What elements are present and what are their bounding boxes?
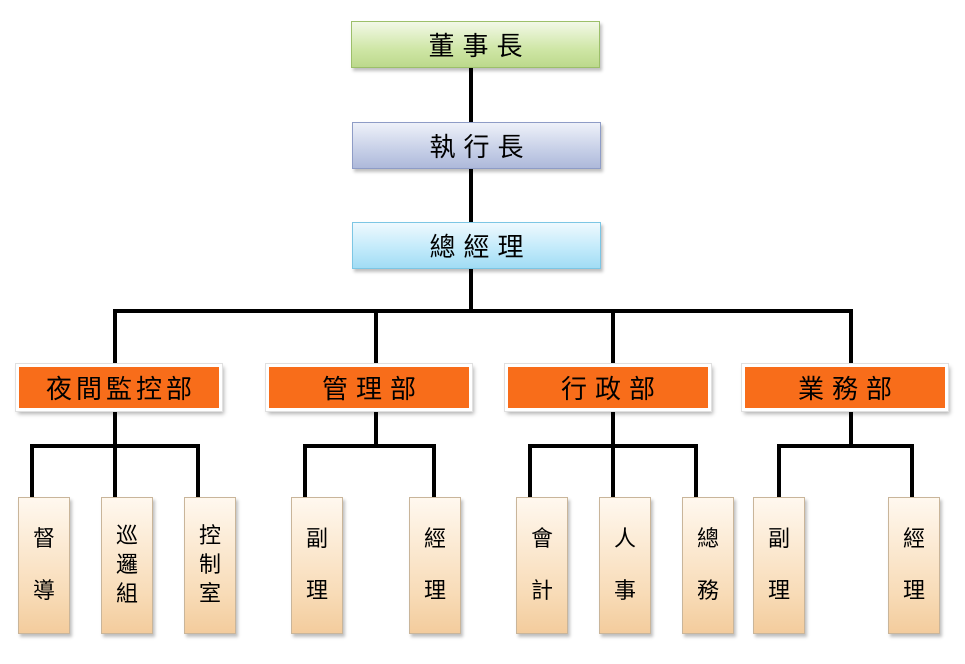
unit-char: 理 bbox=[902, 578, 925, 604]
unit-char: 理 bbox=[423, 578, 446, 604]
unit-personnel: 人 事 bbox=[599, 497, 651, 634]
unit-mgmt-manager: 經 理 bbox=[409, 497, 461, 634]
dept-night-monitoring: 夜間監控部 bbox=[15, 363, 223, 412]
dept-business: 業務部 bbox=[741, 363, 949, 412]
unit-biz-deputy-manager: 副 理 bbox=[753, 497, 805, 634]
unit-mgmt-deputy-manager: 副 理 bbox=[291, 497, 343, 634]
unit-char: 務 bbox=[696, 578, 719, 604]
unit-char: 總 bbox=[696, 526, 719, 552]
unit-biz-manager: 經 理 bbox=[888, 497, 940, 634]
unit-char: 經 bbox=[423, 526, 446, 552]
node-general-manager: 總經理 bbox=[352, 222, 601, 269]
unit-char: 計 bbox=[530, 578, 553, 604]
unit-general-affairs: 總 務 bbox=[682, 497, 734, 634]
unit-char: 組 bbox=[115, 582, 138, 607]
unit-char: 巡 bbox=[115, 524, 138, 549]
unit-char: 副 bbox=[305, 526, 328, 552]
unit-supervision: 督 導 bbox=[18, 497, 70, 634]
node-ceo: 執行長 bbox=[352, 122, 601, 169]
dept-administration: 行政部 bbox=[504, 363, 712, 412]
unit-char: 督 bbox=[32, 526, 55, 552]
unit-char: 副 bbox=[767, 526, 790, 552]
unit-char: 控 bbox=[198, 524, 221, 549]
unit-char: 制 bbox=[198, 553, 221, 578]
unit-char: 人 bbox=[613, 526, 636, 552]
unit-char: 事 bbox=[613, 578, 636, 604]
unit-char: 室 bbox=[198, 582, 221, 607]
unit-control-room: 控 制 室 bbox=[184, 497, 236, 634]
unit-char: 理 bbox=[767, 578, 790, 604]
unit-accounting: 會 計 bbox=[516, 497, 568, 634]
node-chairman: 董事長 bbox=[351, 21, 600, 68]
unit-char: 會 bbox=[530, 526, 553, 552]
dept-management: 管理部 bbox=[265, 363, 473, 412]
unit-patrol-team: 巡 邏 組 bbox=[101, 497, 153, 634]
unit-char: 理 bbox=[305, 578, 328, 604]
unit-char: 導 bbox=[32, 578, 55, 604]
unit-char: 邏 bbox=[115, 553, 138, 578]
unit-char: 經 bbox=[902, 526, 925, 552]
